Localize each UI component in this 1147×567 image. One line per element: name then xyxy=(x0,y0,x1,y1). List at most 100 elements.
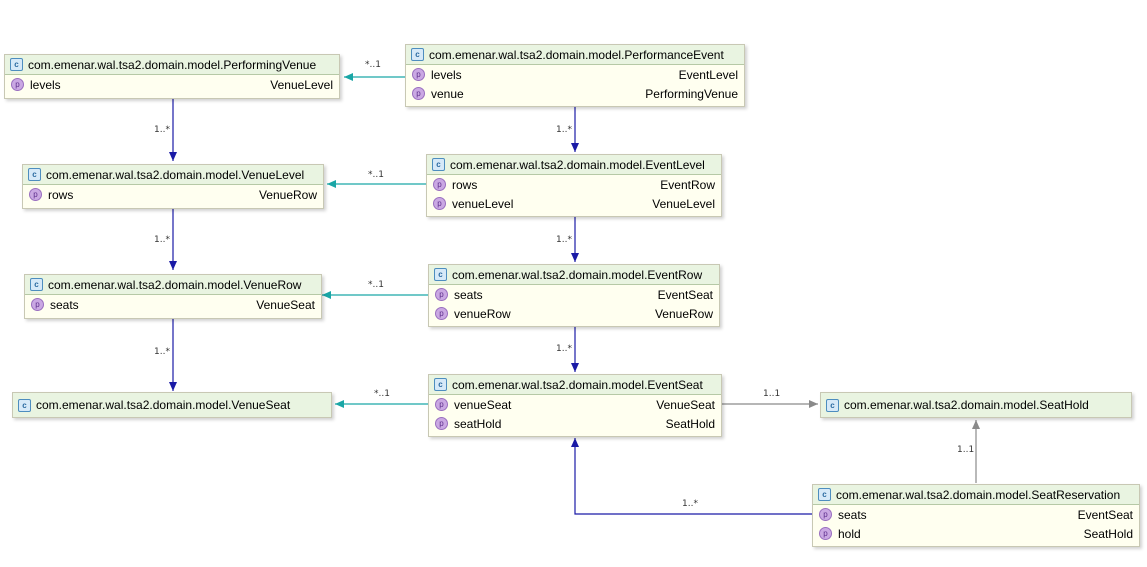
property-type: EventSeat xyxy=(1077,507,1133,522)
property-type: VenueSeat xyxy=(656,397,715,412)
class-header: c com.emenar.wal.tsa2.domain.model.Event… xyxy=(429,375,721,395)
property-name: seats xyxy=(454,287,483,302)
mult-event-to-level: 1..* xyxy=(556,125,572,135)
property-icon: p xyxy=(435,398,448,411)
class-header: c com.emenar.wal.tsa2.domain.model.Perfo… xyxy=(5,55,339,75)
property-type: EventRow xyxy=(660,177,715,192)
class-header: c com.emenar.wal.tsa2.domain.model.SeatH… xyxy=(821,393,1131,417)
property-type: PerformingVenue xyxy=(645,86,738,101)
class-icon: c xyxy=(411,48,424,61)
class-header: c com.emenar.wal.tsa2.domain.model.Venue… xyxy=(23,165,323,185)
property-icon: p xyxy=(433,178,446,191)
class-name: com.emenar.wal.tsa2.domain.model.Perform… xyxy=(28,57,317,72)
property-icon: p xyxy=(433,197,446,210)
class-node-seat-reservation[interactable]: c com.emenar.wal.tsa2.domain.model.SeatR… xyxy=(812,484,1140,547)
class-node-seat-hold[interactable]: c com.emenar.wal.tsa2.domain.model.SeatH… xyxy=(820,392,1132,418)
mult-eventseat-to-hold: 1..1 xyxy=(763,389,781,399)
property-row: p seatHold SeatHold xyxy=(429,414,721,433)
property-row: p seats EventSeat xyxy=(813,505,1139,524)
mult-eventlevel-to-venuelevel: *..1 xyxy=(368,170,384,180)
property-name: rows xyxy=(452,177,478,192)
property-row: p levels VenueLevel xyxy=(5,75,339,94)
property-row: p levels EventLevel xyxy=(406,65,744,84)
class-name: com.emenar.wal.tsa2.domain.model.VenueRo… xyxy=(48,277,302,292)
mult-eventlevel-to-row: 1..* xyxy=(556,235,572,245)
property-row: p venueLevel VenueLevel xyxy=(427,194,721,213)
class-node-event-seat[interactable]: c com.emenar.wal.tsa2.domain.model.Event… xyxy=(428,374,722,437)
class-node-event-level[interactable]: c com.emenar.wal.tsa2.domain.model.Event… xyxy=(426,154,722,217)
class-icon: c xyxy=(28,168,41,181)
mult-reservation-to-seats: 1..* xyxy=(682,499,698,509)
property-icon: p xyxy=(435,288,448,301)
mult-reservation-to-hold: 1..1 xyxy=(957,445,975,455)
property-icon: p xyxy=(435,417,448,430)
mult-venue-to-level: 1..* xyxy=(154,125,170,135)
property-icon: p xyxy=(435,307,448,320)
mult-venuerow-to-seat: 1..* xyxy=(154,347,170,357)
property-name: rows xyxy=(48,187,74,202)
property-row: p venueRow VenueRow xyxy=(429,304,719,323)
property-name: venue xyxy=(431,86,464,101)
class-header: c com.emenar.wal.tsa2.domain.model.Event… xyxy=(429,265,719,285)
property-name: levels xyxy=(30,77,61,92)
property-name: seats xyxy=(50,297,79,312)
property-type: VenueLevel xyxy=(652,196,715,211)
property-row: p venueSeat VenueSeat xyxy=(429,395,721,414)
property-row: p venue PerformingVenue xyxy=(406,84,744,103)
edge-reservation-to-seats xyxy=(571,438,812,515)
property-icon: p xyxy=(819,508,832,521)
property-type: VenueSeat xyxy=(256,297,315,312)
property-type: VenueRow xyxy=(258,187,317,202)
property-icon: p xyxy=(412,68,425,81)
property-name: hold xyxy=(838,526,861,541)
property-row: p seats VenueSeat xyxy=(25,295,321,314)
property-icon: p xyxy=(11,78,24,91)
property-row: p rows EventRow xyxy=(427,175,721,194)
property-type: SeatHold xyxy=(1083,526,1133,541)
property-type: EventLevel xyxy=(678,67,738,82)
property-name: seatHold xyxy=(454,416,502,431)
class-name: com.emenar.wal.tsa2.domain.model.VenueLe… xyxy=(46,167,305,182)
class-icon: c xyxy=(432,158,445,171)
class-name: com.emenar.wal.tsa2.domain.model.EventSe… xyxy=(452,377,703,392)
class-node-venue-level[interactable]: c com.emenar.wal.tsa2.domain.model.Venue… xyxy=(22,164,324,209)
class-header: c com.emenar.wal.tsa2.domain.model.Venue… xyxy=(13,393,331,417)
class-name: com.emenar.wal.tsa2.domain.model.VenueSe… xyxy=(36,398,291,412)
property-icon: p xyxy=(412,87,425,100)
property-icon: p xyxy=(29,188,42,201)
property-name: levels xyxy=(431,67,462,82)
class-header: c com.emenar.wal.tsa2.domain.model.Venue… xyxy=(25,275,321,295)
class-node-venue-seat[interactable]: c com.emenar.wal.tsa2.domain.model.Venue… xyxy=(12,392,332,418)
property-name: seats xyxy=(838,507,867,522)
class-node-venue-row[interactable]: c com.emenar.wal.tsa2.domain.model.Venue… xyxy=(24,274,322,319)
mult-event-to-venue: *..1 xyxy=(365,60,381,70)
class-icon: c xyxy=(18,398,31,412)
class-icon: c xyxy=(826,398,839,412)
class-name: com.emenar.wal.tsa2.domain.model.Perform… xyxy=(429,47,724,62)
property-type: VenueLevel xyxy=(270,77,333,92)
mult-eventrow-to-seat: 1..* xyxy=(556,344,572,354)
class-node-performing-venue[interactable]: c com.emenar.wal.tsa2.domain.model.Perfo… xyxy=(4,54,340,99)
class-header: c com.emenar.wal.tsa2.domain.model.SeatR… xyxy=(813,485,1139,505)
class-icon: c xyxy=(818,488,831,501)
class-header: c com.emenar.wal.tsa2.domain.model.Perfo… xyxy=(406,45,744,65)
class-node-event-row[interactable]: c com.emenar.wal.tsa2.domain.model.Event… xyxy=(428,264,720,327)
property-name: venueRow xyxy=(454,306,511,321)
mult-venuelevel-to-row: 1..* xyxy=(154,235,170,245)
class-icon: c xyxy=(434,268,447,281)
class-header: c com.emenar.wal.tsa2.domain.model.Event… xyxy=(427,155,721,175)
class-name: com.emenar.wal.tsa2.domain.model.EventLe… xyxy=(450,157,705,172)
property-type: EventSeat xyxy=(657,287,713,302)
class-node-performance-event[interactable]: c com.emenar.wal.tsa2.domain.model.Perfo… xyxy=(405,44,745,107)
property-icon: p xyxy=(819,527,832,540)
mult-eventseat-to-venueseat: *..1 xyxy=(374,389,390,399)
property-type: SeatHold xyxy=(665,416,715,431)
class-name: com.emenar.wal.tsa2.domain.model.SeatHol… xyxy=(844,398,1089,412)
class-name: com.emenar.wal.tsa2.domain.model.EventRo… xyxy=(452,267,703,282)
property-type: VenueRow xyxy=(654,306,713,321)
property-row: p seats EventSeat xyxy=(429,285,719,304)
property-name: venueSeat xyxy=(454,397,512,412)
property-name: venueLevel xyxy=(452,196,514,211)
mult-eventrow-to-venuerow: *..1 xyxy=(368,280,384,290)
